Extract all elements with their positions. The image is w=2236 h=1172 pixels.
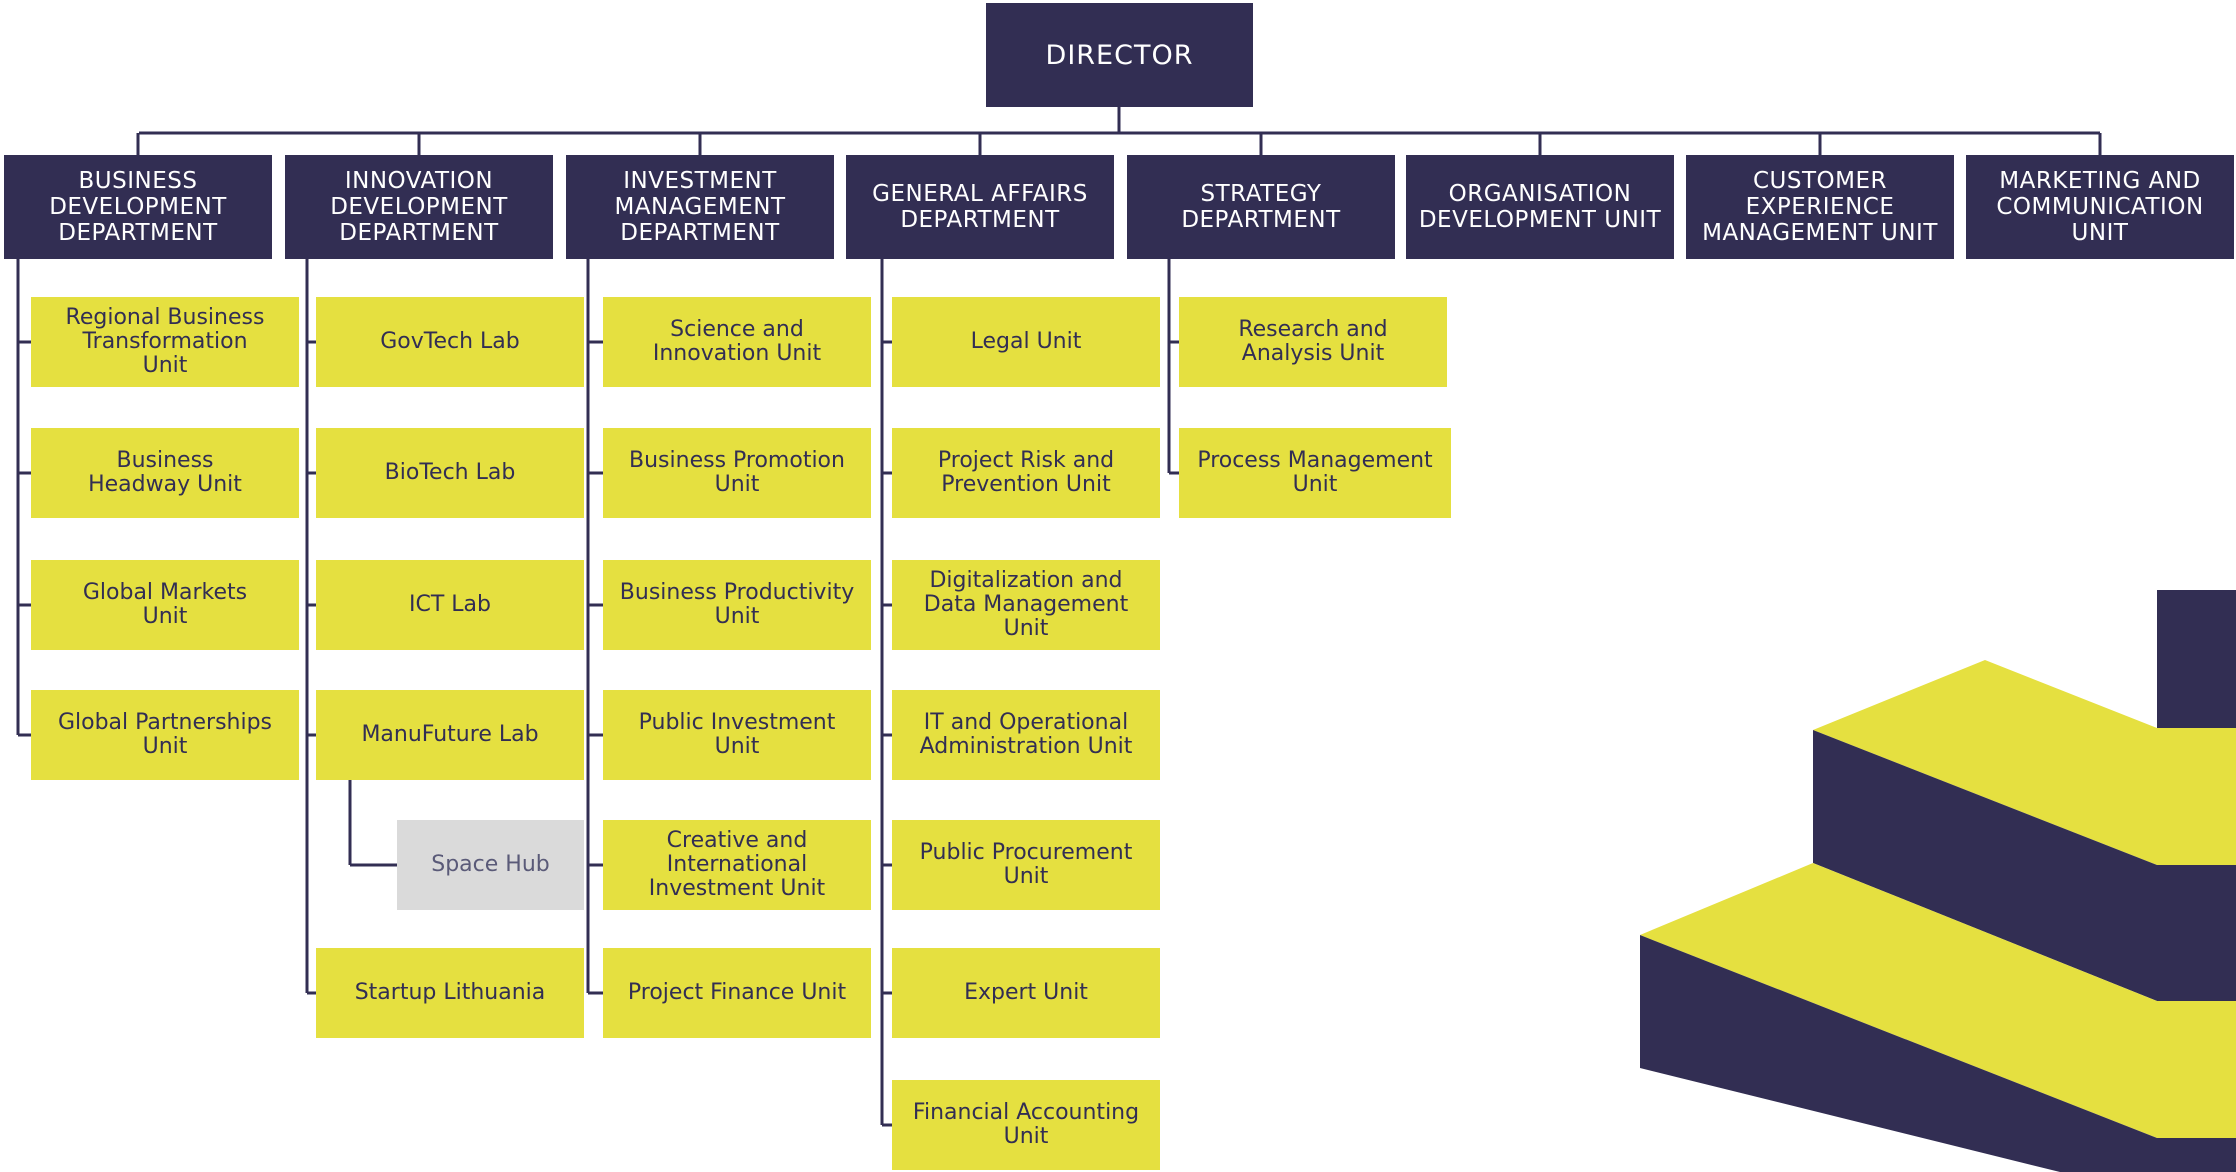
unit-box-creative-and-international-investment-unit: Creative and International Investment Un… [603,820,871,910]
department-box-marketing-and-communication-unit: MARKETING AND COMMUNICATION UNIT [1966,155,2234,259]
unit-box-business-productivity-unit: Business Productivity Unit [603,560,871,650]
stair-middle-front-face [1813,730,2236,1001]
unit-box-financial-accounting-unit: Financial Accounting Unit [892,1080,1160,1170]
unit-box-business-headway-unit: Business Headway Unit [31,428,299,518]
unit-box-digitalization-and-data-management-unit: Digitalization and Data Management Unit [892,560,1160,650]
unit-box-science-and-innovation-unit: Science and Innovation Unit [603,297,871,387]
department-box-customer-experience-management-unit: CUSTOMER EXPERIENCE MANAGEMENT UNIT [1686,155,1954,259]
unit-box-global-partnerships-unit: Global Partnerships Unit [31,690,299,780]
unit-box-startup-lithuania: Startup Lithuania [316,948,584,1038]
unit-box-project-finance-unit: Project Finance Unit [603,948,871,1038]
unit-box-regional-business-transformation-unit: Regional Business Transformation Unit [31,297,299,387]
stair-bottom-front-face [1640,935,2236,1172]
unit-box-business-promotion-unit: Business Promotion Unit [603,428,871,518]
department-box-business-development-department: BUSINESS DEVELOPMENT DEPARTMENT [4,155,272,259]
unit-box-process-management-unit: Process Management Unit [1179,428,1451,518]
unit-box-project-risk-and-prevention-unit: Project Risk and Prevention Unit [892,428,1160,518]
department-box-investment-management-department: INVESTMENT MANAGEMENT DEPARTMENT [566,155,834,259]
director-box: DIRECTOR [986,3,1253,107]
stair-top-block-front [2157,590,2236,728]
unit-box-manufuture-lab: ManuFuture Lab [316,690,584,780]
connector-lines [16,107,2102,1127]
staircase-decoration [1640,590,2236,1172]
stair-bottom-top-face [1640,863,2236,1138]
unit-box-research-and-analysis-unit: Research and Analysis Unit [1179,297,1447,387]
unit-box-legal-unit: Legal Unit [892,297,1160,387]
department-box-innovation-development-department: INNOVATION DEVELOPMENT DEPARTMENT [285,155,553,259]
unit-box-it-and-operational-administration-unit: IT and Operational Administration Unit [892,690,1160,780]
stair-middle-top-face [1813,660,2236,865]
department-box-general-affairs-department: GENERAL AFFAIRS DEPARTMENT [846,155,1114,259]
department-box-organisation-development-unit: ORGANISATION DEVELOPMENT UNIT [1406,155,1674,259]
unit-box-ict-lab: ICT Lab [316,560,584,650]
unit-box-public-investment-unit: Public Investment Unit [603,690,871,780]
subunit-box-space-hub: Space Hub [397,820,584,910]
unit-box-public-procurement-unit: Public Procurement Unit [892,820,1160,910]
unit-box-global-markets-unit: Global Markets Unit [31,560,299,650]
unit-box-biotech-lab: BioTech Lab [316,428,584,518]
department-box-strategy-department: STRATEGY DEPARTMENT [1127,155,1395,259]
unit-box-govtech-lab: GovTech Lab [316,297,584,387]
unit-box-expert-unit: Expert Unit [892,948,1160,1038]
